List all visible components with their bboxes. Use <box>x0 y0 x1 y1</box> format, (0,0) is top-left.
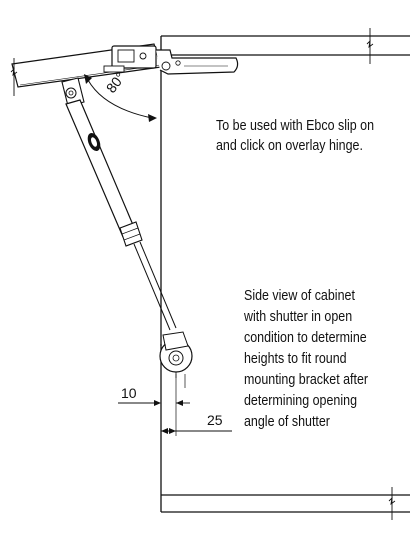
side-view-note-line: condition to determine <box>244 330 367 346</box>
side-view-note-line: mounting bracket after <box>244 372 369 388</box>
dimension-extension-lines <box>175 374 186 412</box>
dimension-10 <box>118 400 190 406</box>
hinge <box>103 45 239 75</box>
side-view-note-line: angle of shutter <box>244 414 330 430</box>
dimension-25-label: 25 <box>207 412 223 428</box>
usage-note-line: To be used with Ebco slip on <box>216 118 375 134</box>
side-view-note-line: determining opening <box>244 393 358 409</box>
side-view-note: Side view of cabinet with shutter in ope… <box>244 286 368 433</box>
dimension-10-label: 10 <box>121 385 137 401</box>
side-view-note-line: heights to fit round <box>244 351 347 367</box>
shutter-break-mark <box>10 58 18 96</box>
side-view-note-line: with shutter in open <box>244 309 353 325</box>
usage-note: To be used with Ebco slip on and click o… <box>216 116 374 156</box>
round-mounting-bracket <box>159 331 193 378</box>
cabinet-top-panel <box>161 28 410 64</box>
stay-upper-bracket <box>61 77 85 107</box>
opening-angle-arc <box>84 74 157 122</box>
side-view-note-line: Side view of cabinet <box>244 288 355 304</box>
gas-stay <box>65 99 177 331</box>
usage-note-line: and click on overlay hinge. <box>216 138 363 154</box>
cabinet-bottom-panel <box>161 487 410 520</box>
dimension-25 <box>161 412 232 436</box>
